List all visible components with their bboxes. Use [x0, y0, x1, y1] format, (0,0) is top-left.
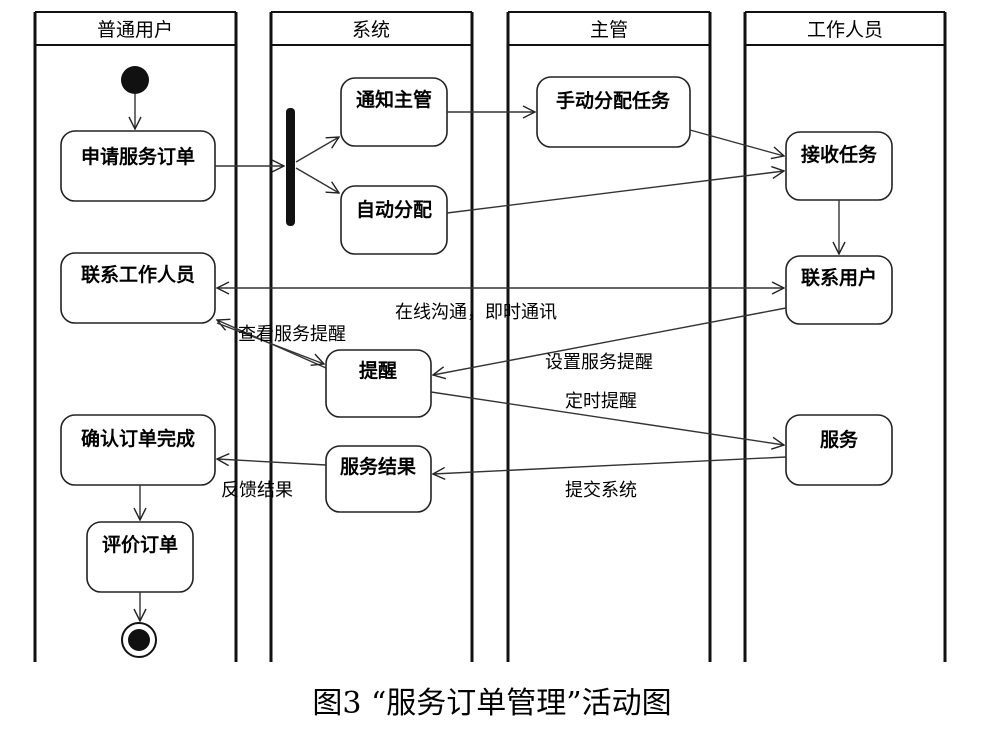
edge-contact-staff-to-reminder [216, 322, 324, 364]
final-node [121, 622, 157, 658]
lane-title-supervisor: 主管 [590, 19, 628, 41]
edge-label-submit-system: 提交系统 [565, 480, 637, 501]
initial-node [121, 66, 149, 94]
node-label: 接收任务 [801, 143, 878, 166]
action-apply-order: 申请服务订单 [60, 130, 216, 202]
fork-bar [286, 108, 295, 226]
lane-title-user: 普通用户 [97, 19, 173, 41]
node-label: 提醒 [359, 359, 397, 382]
action-service: 服务 [785, 414, 893, 486]
node-label: 联系工作人员 [81, 263, 195, 286]
edge-contact-user-to-reminder [433, 307, 787, 375]
swimlane-system: 系统 [269, 11, 474, 662]
action-contact-user: 联系用户 [785, 255, 893, 325]
action-notify-supervisor: 通知主管 [340, 77, 448, 147]
node-label: 联系用户 [801, 266, 877, 289]
node-label: 评价订单 [102, 533, 178, 556]
action-rate-order: 评价订单 [86, 521, 194, 593]
node-label: 申请服务订单 [81, 145, 195, 168]
edge-fork-to-notify [295, 137, 339, 163]
lane-title-system: 系统 [352, 19, 390, 41]
node-label: 通知主管 [356, 88, 432, 111]
node-label: 确认订单完成 [81, 427, 195, 450]
node-label: 自动分配 [356, 198, 432, 221]
edge-auto-to-receive [446, 171, 784, 214]
action-manual-assign: 手动分配任务 [536, 76, 691, 148]
edge-fork-to-auto [295, 167, 339, 193]
action-confirm-order: 确认订单完成 [60, 414, 216, 486]
edge-service-to-result [433, 456, 787, 474]
node-label: 服务 [820, 428, 859, 451]
action-reminder: 提醒 [325, 349, 432, 418]
edge-reminder-to-service [430, 391, 784, 445]
action-auto-assign: 自动分配 [340, 185, 448, 255]
swimlane-staff: 工作人员 [743, 11, 947, 662]
node-label: 服务结果 [340, 455, 416, 478]
figure-caption: 图3 “服务订单管理”活动图 [312, 686, 671, 721]
node-label: 手动分配任务 [556, 89, 671, 112]
edge-manual-to-receive [689, 129, 784, 156]
swimlane-user: 普通用户 [33, 11, 238, 662]
edge-result-to-confirm [217, 459, 327, 465]
edge-label-timed-reminder: 定时提醒 [565, 391, 637, 412]
edge-label-set-reminder: 设置服务提醒 [545, 352, 653, 373]
action-service-result: 服务结果 [325, 445, 432, 513]
edge-label-online-chat: 在线沟通，即时通讯 [395, 302, 557, 323]
lane-title-staff: 工作人员 [807, 19, 883, 41]
action-receive-task: 接收任务 [785, 131, 893, 201]
edge-label-feedback-result: 反馈结果 [221, 480, 293, 501]
edge-label-view-reminder: 查看服务提醒 [238, 324, 346, 345]
action-contact-staff: 联系工作人员 [60, 252, 216, 324]
swimlane-supervisor: 主管 [506, 11, 712, 662]
